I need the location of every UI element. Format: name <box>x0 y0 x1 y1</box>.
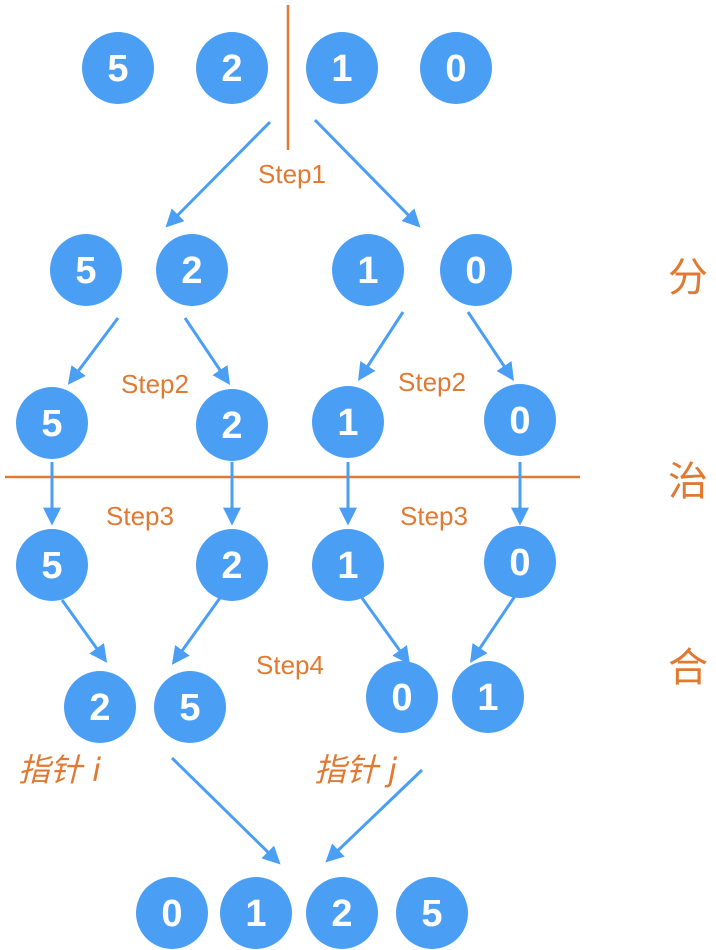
node-circle <box>16 529 88 601</box>
node-circle <box>196 389 268 461</box>
node-circle <box>420 32 492 104</box>
node-circle <box>312 529 384 601</box>
node-circle <box>440 234 512 306</box>
edge-step2-c <box>358 311 405 382</box>
edge-step4-b <box>171 597 222 665</box>
node-circle <box>484 384 556 456</box>
node-r4-3: 1 <box>452 661 524 733</box>
node-circle <box>196 529 268 601</box>
node-value: 1 <box>357 250 378 292</box>
node-r5-0: 0 <box>136 877 208 949</box>
step2-right-label: Step2 <box>398 367 466 397</box>
node-r0-2: 1 <box>306 32 378 104</box>
step3-right-label: Step3 <box>400 501 468 531</box>
node-circle <box>452 661 524 733</box>
edge-step2-b <box>183 317 231 385</box>
step3-left-label: Step3 <box>106 501 174 531</box>
node-value: 5 <box>421 893 442 935</box>
pointer-i-label: 指针 i <box>18 751 101 789</box>
node-circle <box>220 877 292 949</box>
node-value: 5 <box>75 250 96 292</box>
node-circle <box>366 661 438 733</box>
node-value: 1 <box>331 48 352 90</box>
edge-step4-a <box>60 599 108 663</box>
node-circle <box>82 32 154 104</box>
node-circle <box>50 234 122 306</box>
node-r4-2: 0 <box>366 661 438 733</box>
node-value: 5 <box>179 687 200 729</box>
node-value: 0 <box>465 250 486 292</box>
node-value: 1 <box>245 893 266 935</box>
node-value: 2 <box>221 405 242 447</box>
node-value: 2 <box>89 687 110 729</box>
node-r3-0: 5 <box>16 529 88 601</box>
node-value: 2 <box>331 893 352 935</box>
node-circle <box>312 386 384 458</box>
node-r2-3: 0 <box>484 384 556 456</box>
phase-divide-label: 分 <box>668 255 708 301</box>
node-r2-1: 2 <box>196 389 268 461</box>
edge-step4-c <box>360 597 411 665</box>
step2-left-label: Step2 <box>121 369 189 399</box>
edge-step2-a <box>67 317 120 385</box>
node-circle <box>396 877 468 949</box>
node-r1-2: 1 <box>332 234 404 306</box>
node-circle <box>16 387 88 459</box>
node-r0-0: 5 <box>82 32 154 104</box>
node-value: 1 <box>337 545 358 587</box>
node-circle <box>306 32 378 104</box>
node-r3-3: 0 <box>484 526 556 598</box>
node-value: 1 <box>477 677 498 719</box>
node-value: 0 <box>391 677 412 719</box>
step1-label: Step1 <box>258 159 326 189</box>
node-circle <box>484 526 556 598</box>
edge-final-right <box>325 768 424 863</box>
edge-step1-left <box>165 120 272 228</box>
node-r4-0: 2 <box>64 671 136 743</box>
node-circle <box>154 671 226 743</box>
node-value: 5 <box>41 403 62 445</box>
node-circle <box>332 234 404 306</box>
node-r1-1: 2 <box>156 234 228 306</box>
pointer-j-label: 指针 j <box>314 751 397 789</box>
edge-final-left <box>170 756 281 865</box>
node-value: 2 <box>221 545 242 587</box>
node-value: 0 <box>509 400 530 442</box>
node-value: 2 <box>221 48 242 90</box>
node-circle <box>156 234 228 306</box>
node-circle <box>196 32 268 104</box>
node-value: 5 <box>107 48 128 90</box>
node-r3-2: 1 <box>312 529 384 601</box>
node-circle <box>64 671 136 743</box>
node-r5-3: 5 <box>396 877 468 949</box>
edge-step1-right <box>313 118 421 228</box>
node-r1-3: 0 <box>440 234 512 306</box>
node-value: 0 <box>445 48 466 90</box>
node-value: 0 <box>509 542 530 584</box>
node-value: 0 <box>161 893 182 935</box>
phase-conquer-label: 治 <box>668 459 708 505</box>
node-r5-2: 2 <box>306 877 378 949</box>
node-r1-0: 5 <box>50 234 122 306</box>
node-r2-0: 5 <box>16 387 88 459</box>
node-value: 1 <box>337 402 358 444</box>
node-r0-3: 0 <box>420 32 492 104</box>
node-value: 5 <box>41 545 62 587</box>
node-r5-1: 1 <box>220 877 292 949</box>
node-r2-2: 1 <box>312 386 384 458</box>
node-circle <box>306 877 378 949</box>
node-r3-1: 2 <box>196 529 268 601</box>
nodes: 5 2 1 0 5 2 1 0 5 2 1 0 5 2 1 0 2 5 0 1 0 1 2 5 <box>16 32 556 949</box>
edge-step4-d <box>469 595 517 663</box>
edges <box>43 118 529 865</box>
node-r4-1: 5 <box>154 671 226 743</box>
phase-merge-label: 合 <box>668 645 708 691</box>
node-circle <box>136 877 208 949</box>
step4-label: Step4 <box>256 650 324 680</box>
node-r0-1: 2 <box>196 32 268 104</box>
edge-step2-d <box>466 311 514 381</box>
node-value: 2 <box>181 250 202 292</box>
